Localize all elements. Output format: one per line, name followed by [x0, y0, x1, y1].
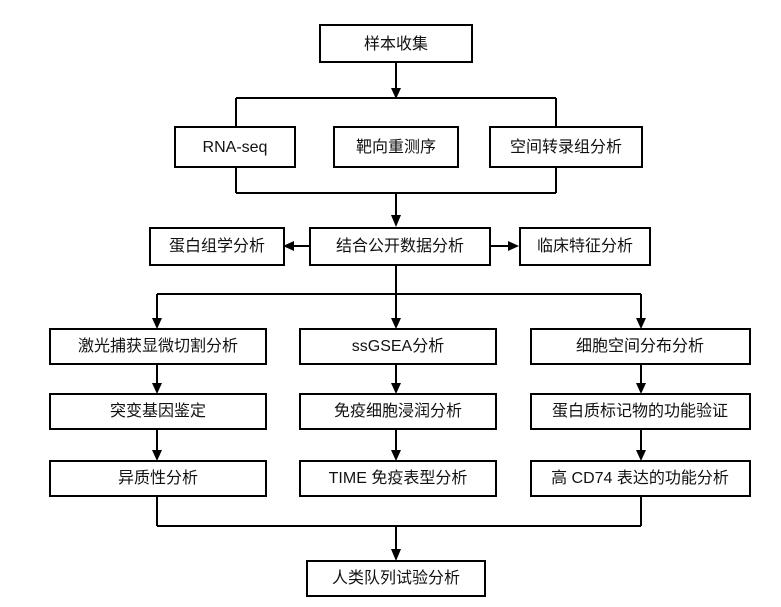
- node-heterogeneity-box[interactable]: [49, 460, 267, 497]
- node-rna-seq-box[interactable]: [174, 126, 296, 168]
- node-public-data-integration-box[interactable]: [309, 227, 491, 266]
- node-ssgsea-label: ssGSEA分析: [352, 337, 444, 355]
- node-cd74-function-label: 高 CD74 表达的功能分析: [551, 469, 729, 487]
- arrowhead-ssgsea-to-immune: [391, 383, 401, 394]
- arrowhead-final-to-cohort: [391, 549, 401, 561]
- arrowhead-lcm-to-mutation: [152, 383, 162, 394]
- node-human-cohort-trial-label: 人类队列试验分析: [332, 569, 460, 587]
- node-rna-seq[interactable]: RNA-seq: [174, 126, 296, 168]
- node-protein-marker-validation-box[interactable]: [530, 393, 751, 430]
- node-clinical-features-label: 临床特征分析: [537, 237, 633, 255]
- node-layer: 样本收集 RNA-seq 靶向重测序 空间转录组分析 蛋白组学分析: [49, 24, 751, 597]
- node-lcm-analysis-box[interactable]: [49, 328, 267, 365]
- node-targeted-resequencing-box[interactable]: [333, 126, 459, 168]
- node-sample-collection-label: 样本收集: [364, 35, 428, 53]
- node-cd74-function[interactable]: 高 CD74 表达的功能分析: [530, 460, 751, 497]
- node-clinical-features-box[interactable]: [519, 227, 651, 266]
- arrowhead-protein-to-cd74: [636, 450, 646, 461]
- node-human-cohort-trial-box[interactable]: [306, 560, 486, 597]
- node-ssgsea-box[interactable]: [299, 328, 497, 365]
- node-immune-infiltration-box[interactable]: [299, 393, 497, 430]
- node-heterogeneity-label: 异质性分析: [118, 469, 198, 487]
- arrowhead-mutation-to-heterogeneity: [152, 450, 162, 461]
- node-human-cohort-trial[interactable]: 人类队列试验分析: [306, 560, 486, 597]
- node-mutation-gene-id[interactable]: 突变基因鉴定: [49, 393, 267, 430]
- arrowhead-immune-to-time: [391, 450, 401, 461]
- arrowhead-public-to-clinical: [508, 241, 519, 251]
- node-rna-seq-label: RNA-seq: [203, 139, 268, 156]
- arrowhead-fanout-to-ssgsea: [391, 318, 401, 329]
- arrowhead-public-to-proteomics: [283, 241, 294, 251]
- node-public-data-integration[interactable]: 结合公开数据分析: [309, 227, 491, 266]
- node-sample-collection[interactable]: 样本收集: [319, 24, 473, 63]
- arrowhead-fanout-to-spatialdist: [636, 318, 646, 329]
- node-protein-marker-validation-label: 蛋白质标记物的功能验证: [552, 402, 728, 420]
- arrowhead-fanout-to-lcm: [152, 318, 162, 329]
- node-sample-collection-box[interactable]: [319, 24, 473, 63]
- node-heterogeneity[interactable]: 异质性分析: [49, 460, 267, 497]
- node-cell-spatial-distribution-label: 细胞空间分布分析: [576, 337, 704, 355]
- node-lcm-analysis[interactable]: 激光捕获显微切割分析: [49, 328, 267, 365]
- node-ssgsea[interactable]: ssGSEA分析: [299, 328, 497, 365]
- node-proteomics-box[interactable]: [149, 227, 285, 266]
- connector-layer: [152, 62, 646, 561]
- node-immune-infiltration[interactable]: 免疫细胞浸润分析: [299, 393, 497, 430]
- arrowhead-merge-to-public: [391, 215, 401, 227]
- node-time-immunophenotype-label: TIME 免疫表型分析: [329, 469, 468, 487]
- node-immune-infiltration-label: 免疫细胞浸润分析: [334, 402, 462, 420]
- node-clinical-features[interactable]: 临床特征分析: [519, 227, 651, 266]
- node-mutation-gene-id-label: 突变基因鉴定: [110, 402, 206, 420]
- node-protein-marker-validation[interactable]: 蛋白质标记物的功能验证: [530, 393, 751, 430]
- node-cd74-function-box[interactable]: [530, 460, 751, 497]
- node-cell-spatial-distribution-box[interactable]: [530, 328, 751, 365]
- node-targeted-resequencing-label: 靶向重测序: [356, 138, 436, 156]
- node-lcm-analysis-label: 激光捕获显微切割分析: [78, 337, 238, 355]
- node-public-data-integration-label: 结合公开数据分析: [336, 237, 464, 255]
- node-spatial-transcriptomics-box[interactable]: [489, 126, 643, 168]
- node-targeted-resequencing[interactable]: 靶向重测序: [333, 126, 459, 168]
- node-proteomics[interactable]: 蛋白组学分析: [149, 227, 285, 266]
- node-mutation-gene-id-box[interactable]: [49, 393, 267, 430]
- node-time-immunophenotype-box[interactable]: [299, 460, 497, 497]
- arrowhead-sample-to-bus: [391, 88, 401, 99]
- node-time-immunophenotype[interactable]: TIME 免疫表型分析: [299, 460, 497, 497]
- arrowhead-spatialdist-to-protein: [636, 383, 646, 394]
- node-cell-spatial-distribution[interactable]: 细胞空间分布分析: [530, 328, 751, 365]
- node-spatial-transcriptomics-label: 空间转录组分析: [510, 138, 622, 156]
- node-spatial-transcriptomics[interactable]: 空间转录组分析: [489, 126, 643, 168]
- node-proteomics-label: 蛋白组学分析: [169, 237, 265, 255]
